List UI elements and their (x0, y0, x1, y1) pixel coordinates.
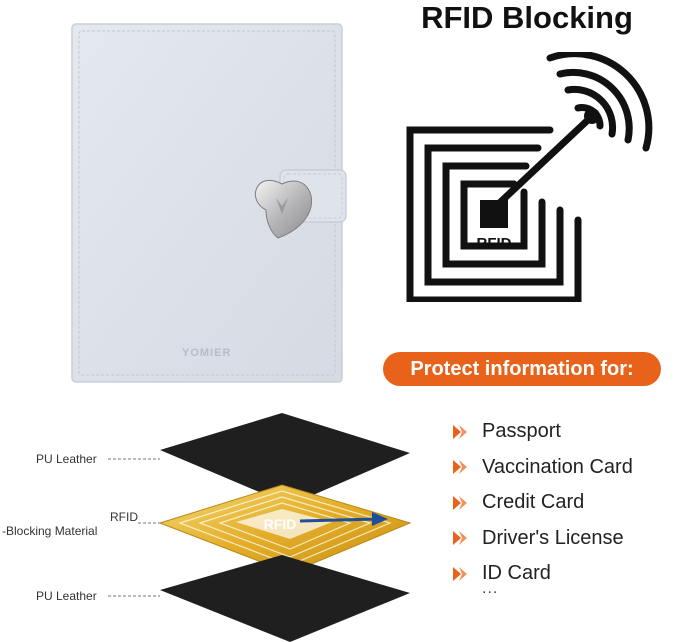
list-item: Credit Card (452, 485, 633, 521)
rfid-symbol-icon: RFID (400, 50, 660, 304)
top-layer-label: PU Leather (36, 452, 97, 466)
layers-diagram: RFID PU Leather RFID -Blocking Material … (0, 405, 420, 642)
wallet-brand-text: YOMIER (182, 347, 232, 359)
list-item-label: Vaccination Card (482, 455, 633, 478)
protect-list: Passport Vaccination Card Credit Card Dr… (452, 414, 633, 592)
more-ellipsis: ... (482, 580, 499, 597)
chevron-right-icon (453, 424, 467, 439)
list-item-label: ID Card (482, 562, 551, 585)
middle-layer-label-line2: -Blocking Material (2, 524, 98, 538)
rfid-symbol-label: RFID (477, 235, 512, 252)
list-item-label: Passport (482, 420, 561, 443)
chevron-right-icon (453, 495, 467, 510)
protect-banner: Protect information for: (383, 352, 661, 386)
list-item: Driver's License (452, 521, 633, 557)
page-title: RFID Blocking (421, 0, 633, 35)
chevron-right-icon (453, 531, 467, 546)
list-item-label: Credit Card (482, 491, 585, 514)
bottom-layer-label: PU Leather (36, 589, 97, 603)
list-item: ID Card (452, 556, 633, 592)
middle-layer-label-line1: RFID (110, 510, 138, 524)
top-leather-layer (160, 413, 410, 505)
list-item: Vaccination Card (452, 450, 633, 486)
passport-wallet-image: YOMIER (70, 22, 348, 385)
chevron-right-icon (453, 566, 467, 581)
chevron-right-icon (453, 460, 467, 475)
list-item-label: Driver's License (482, 526, 624, 549)
bottom-leather-layer (160, 555, 410, 642)
list-item: Passport (452, 414, 633, 450)
rfid-plate-text: RFID (264, 516, 297, 532)
